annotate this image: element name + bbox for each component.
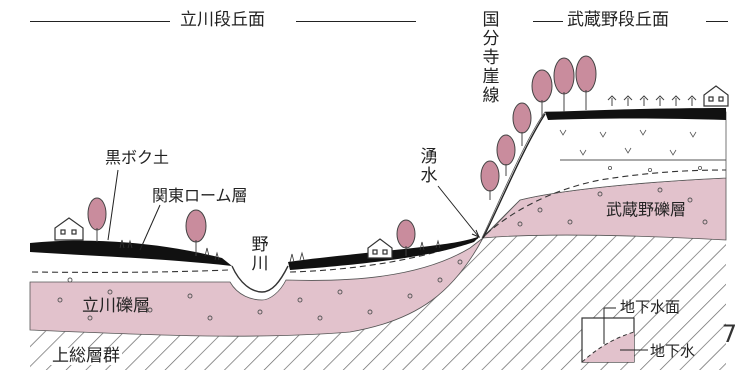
- kuroboku-label: 黒ボク土: [105, 148, 170, 167]
- musashino-gravel-label: 武蔵野礫層: [606, 200, 687, 219]
- header-line-right-1: [533, 21, 563, 22]
- river-channel: [231, 265, 289, 293]
- legend-groundwater-label: 地下水: [650, 342, 696, 360]
- tachikawa-gravel-layer: [29, 237, 484, 337]
- tachikawa-terrace-label: 立川段丘面: [180, 10, 265, 30]
- river-label: 野川: [251, 235, 269, 274]
- trees: [87, 55, 597, 256]
- kanto-loam-label: 関東ローム層: [152, 186, 248, 205]
- legend-box: [581, 307, 648, 363]
- tachikawa-gravel-label: 立川礫層: [82, 296, 150, 316]
- grass: [119, 239, 441, 263]
- header-line-right-2: [706, 21, 728, 22]
- saplings: [607, 95, 697, 106]
- loam-marks: [559, 129, 703, 172]
- spring-label: 湧水: [420, 147, 438, 186]
- cliff-slope: [482, 113, 546, 239]
- header-line-left-2: [296, 21, 416, 22]
- musashino-terrace-label: 武蔵野段丘面: [567, 10, 669, 30]
- cliff-line-label: 国分寺崖線: [482, 10, 500, 106]
- kuroboku-upper: [545, 108, 726, 120]
- gravel-dots: [57, 187, 708, 321]
- legend-water-table-label: 地下水面: [620, 298, 681, 316]
- page-number: 7: [721, 320, 737, 348]
- kazusa-group-label: 上総層群: [50, 346, 122, 366]
- header-line-left-1: [30, 21, 170, 22]
- kuroboku-lower-left: [30, 240, 232, 266]
- water-table-upper: [485, 169, 727, 235]
- pointer-lines: [107, 169, 480, 251]
- houses: [54, 85, 729, 259]
